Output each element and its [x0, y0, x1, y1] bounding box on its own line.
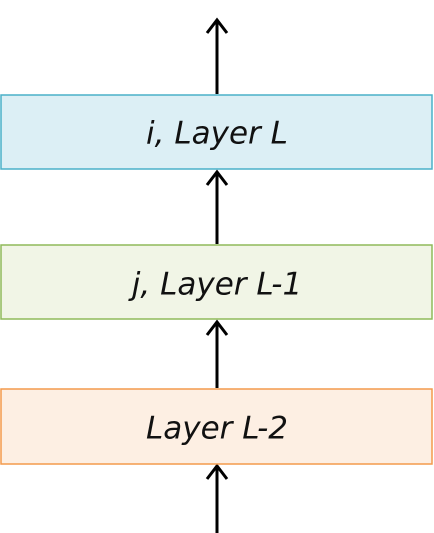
layer-box-l-minus-1-label: j, Layer L-1: [128, 267, 302, 303]
layer-box-l-label: i, Layer L: [146, 116, 288, 152]
layer-box-l-rect: [0, 94, 433, 170]
arrow-l-minus-2-to-l-minus-1: [205, 319, 229, 388]
arrows: [205, 17, 229, 533]
layer-box-l: i, Layer L: [0, 94, 433, 170]
arrow-l-minus-1-to-l: [205, 169, 229, 244]
layer-box-l-minus-2-rect: [0, 388, 433, 465]
arrow-into-layer-l-minus-2: [205, 463, 229, 533]
layer-box-l-minus-2-label: Layer L-2: [146, 411, 288, 447]
arrow-out-of-layer-l: [205, 17, 229, 94]
layer-box-l-minus-1: j, Layer L-1: [0, 244, 433, 320]
layer-box-l-minus-2: Layer L-2: [0, 388, 433, 465]
layer-box-l-minus-1-rect: [0, 244, 433, 320]
